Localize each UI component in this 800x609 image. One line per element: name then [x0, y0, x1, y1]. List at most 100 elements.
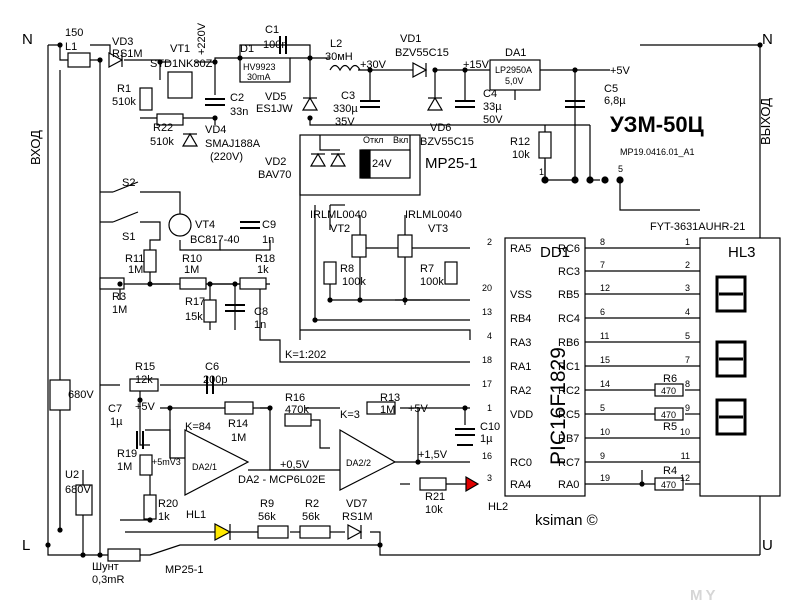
- label-VT4-val: BC817-40: [190, 234, 240, 246]
- inductor-L1: [67, 52, 91, 68]
- mcu-pin-num: 11: [600, 331, 609, 341]
- r13-out: [400, 407, 470, 463]
- terminal-u-right: U: [762, 537, 773, 554]
- label-shunt-val: 0,3mR: [92, 574, 124, 586]
- mcu-pin-num: 4: [487, 331, 492, 341]
- label-VD5-val: ES1JW: [256, 103, 293, 115]
- resistor-R6: [654, 383, 684, 397]
- label-R13-val: 1M: [380, 404, 395, 416]
- label-R11: R11: [125, 253, 144, 265]
- diode-VD2-b: [329, 152, 347, 167]
- label-U2: U2: [65, 469, 79, 481]
- junction-dot: [45, 542, 51, 548]
- label-R18-val: 1k: [257, 264, 269, 276]
- label-R14: R14: [228, 418, 248, 430]
- resistor-R1: [139, 87, 153, 111]
- mcu-pin-num: 2: [487, 237, 492, 247]
- label-C10-val: 1µ: [480, 433, 493, 445]
- label-R9: R9: [260, 498, 274, 510]
- label-R4: R4: [663, 465, 677, 477]
- diode-VD7: [347, 523, 363, 541]
- junction-dot: [402, 297, 408, 303]
- label-15v-b: +1,5V: [418, 449, 448, 461]
- mcu-pin-num: 7: [600, 260, 605, 270]
- junction-dot: [572, 67, 578, 73]
- label-R9-val: 56k: [258, 511, 276, 523]
- junction-dot: [367, 67, 373, 73]
- junction-dot: [415, 459, 421, 465]
- wire: [140, 191, 181, 215]
- watermark-text: MY: [690, 587, 719, 604]
- mcu-pin-name: RC2: [558, 385, 580, 397]
- mcu-pin-num: 3: [487, 473, 492, 483]
- resistor-R11: [143, 249, 157, 273]
- label-C4-val: 33µ: [483, 101, 502, 113]
- terminal-n-right: N: [762, 31, 773, 48]
- resistor-R2: [299, 525, 331, 539]
- junction-dot: [212, 115, 218, 121]
- label-R4-val: 470: [661, 480, 676, 490]
- label-C3: C3: [341, 90, 355, 102]
- label-C7: C7: [108, 403, 122, 415]
- label-R6: R6: [663, 373, 677, 385]
- c7: [139, 400, 150, 446]
- mcu-pin-name: RA5: [510, 243, 531, 255]
- mcu-pin-name: RC6: [558, 243, 580, 255]
- label-R3-val: 1M: [112, 304, 127, 316]
- switch-S1: [112, 211, 139, 223]
- resistor-R7: [444, 261, 458, 285]
- label-L2: L2: [330, 38, 342, 50]
- seven-seg-digit-3: [715, 398, 747, 436]
- junction-dot: [80, 552, 86, 558]
- resistor-R19: [139, 454, 153, 476]
- label-R2: R2: [305, 498, 319, 510]
- label-R11-val: 1M: [128, 264, 143, 276]
- label-DA1: DA1: [505, 47, 526, 59]
- label-R14-val: 1M: [231, 432, 246, 444]
- resistor-R22: [156, 113, 184, 126]
- label-VD2-val: BAV70: [258, 169, 291, 181]
- label-S2: S2: [122, 177, 135, 189]
- ra3: [300, 329, 471, 340]
- seven-seg-digit-1: [715, 275, 747, 313]
- label-HL3: HL3: [728, 244, 756, 261]
- junction-dot: [117, 281, 123, 287]
- display-pin-num: 12: [680, 473, 690, 483]
- label-L1-val: 150: [65, 27, 83, 39]
- label-R20: R20: [158, 498, 178, 510]
- label-k84: K=84: [185, 421, 211, 433]
- relay-pin: [601, 176, 609, 184]
- label-D1-val2: 30mA: [247, 72, 271, 82]
- label-D1: D1: [240, 43, 254, 55]
- label-R10: R10: [182, 253, 202, 265]
- mcu-pin-num: 18: [482, 355, 492, 365]
- mcu-pin-name: RB7: [558, 433, 579, 445]
- label-DD1: DD1: [540, 244, 570, 261]
- label-R8: R8: [340, 263, 354, 275]
- device-subtitle: MP19.0416.01_A1: [620, 147, 695, 157]
- zener-VD4: [181, 132, 199, 147]
- label-VD2: VD2: [265, 156, 286, 168]
- mcu-pin-name: RA2: [510, 385, 531, 397]
- resistor-R4: [654, 477, 684, 491]
- wire: [239, 44, 311, 58]
- led-HL2: [465, 475, 480, 493]
- wire: [179, 240, 221, 251]
- relay-pin: [571, 176, 579, 184]
- resistor-R3: [99, 277, 125, 290]
- label-R13: R13: [380, 392, 400, 404]
- mcu-pin-name: VSS: [510, 289, 532, 301]
- resistor-R8: [323, 261, 337, 285]
- label-VT2: VT2: [330, 223, 350, 235]
- side-label-output: ВЫХОД: [758, 98, 773, 145]
- junction-dot: [207, 281, 213, 287]
- label-5v-b: +5V: [135, 401, 156, 413]
- display-pin-num: 11: [681, 451, 690, 461]
- mcu-pin-name: RC5: [558, 409, 580, 421]
- label-DA2-2: DA2/2: [346, 458, 371, 468]
- r19: [145, 429, 185, 459]
- label-C5: C5: [604, 83, 618, 95]
- c9: [220, 240, 271, 251]
- relay-pin: [586, 176, 594, 184]
